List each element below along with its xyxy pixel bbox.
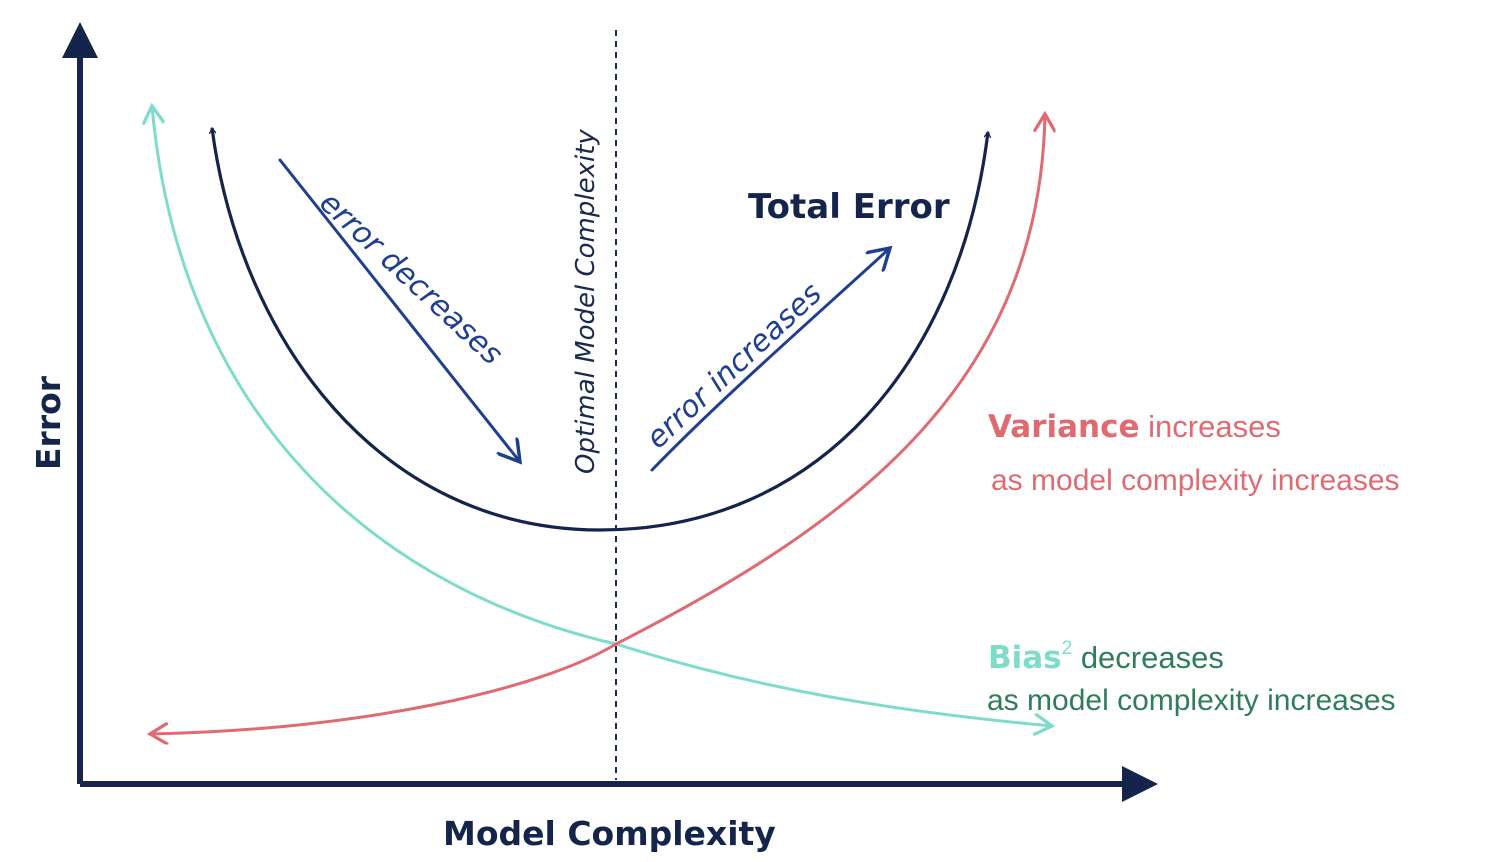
error-decreases-text: error decreases <box>313 185 510 372</box>
optimal-complexity-label: Optimal Model Complexity <box>571 129 601 474</box>
error-increases-text: error increases <box>640 276 829 456</box>
bias-note-line1: Bias2 decreases <box>988 638 1224 676</box>
total-error-curve <box>212 128 988 532</box>
error-decreases-arrow <box>278 158 520 462</box>
variance-note-line1: Variance increases <box>988 409 1281 445</box>
variance-verb: increases <box>1140 409 1281 444</box>
variance-note-line2: as model complexity increases <box>991 464 1400 497</box>
error-increases-arrow <box>650 248 890 472</box>
bias-note-line2: as model complexity increases <box>987 684 1396 717</box>
bias-verb: decreases <box>1072 640 1224 675</box>
total-error-label: Total Error <box>748 187 950 227</box>
bias-word: Bias <box>988 640 1062 676</box>
variance-word: Variance <box>988 409 1140 445</box>
y-axis-label: Error <box>29 375 68 470</box>
x-axis-label: Model Complexity <box>443 814 776 853</box>
variance-curve <box>150 114 1045 734</box>
bias-superscript: 2 <box>1062 638 1073 659</box>
